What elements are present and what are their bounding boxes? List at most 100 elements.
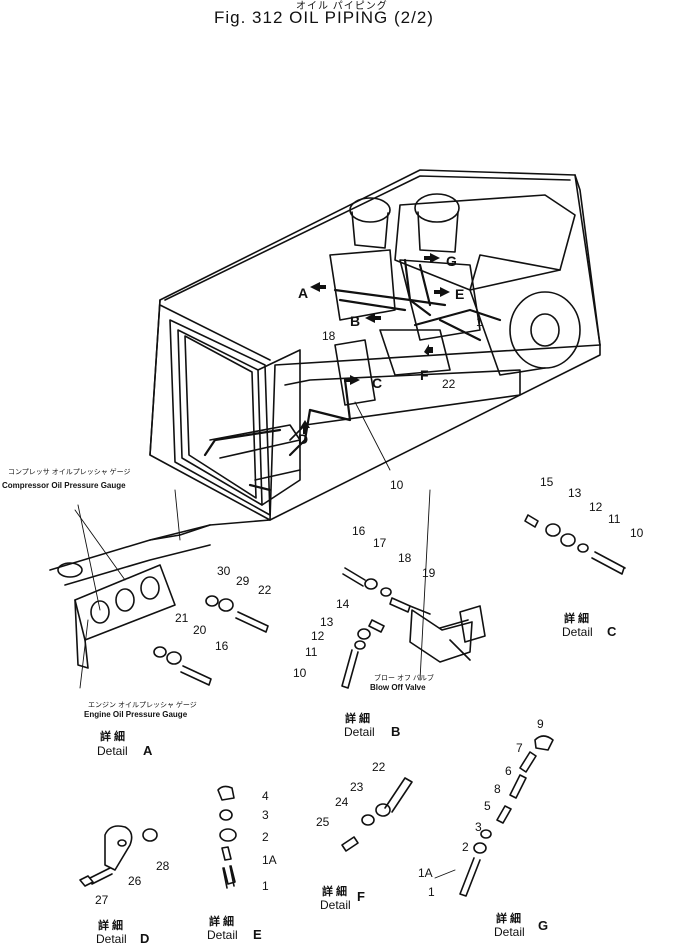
detail-F-part-25: 25 bbox=[316, 815, 330, 829]
detail-A-jp: 詳 細 bbox=[100, 729, 125, 743]
engine-gauge-jp: エンジン オイルプレッシャ ゲージ bbox=[88, 700, 197, 709]
detail-E-word: Detail bbox=[207, 928, 238, 942]
detail-F-letter: F bbox=[357, 889, 365, 904]
detail-B-part-17: 17 bbox=[373, 536, 387, 550]
compressor-gauge-en: Compressor Oil Pressure Gauge bbox=[2, 481, 126, 490]
detail-G-part-5: 5 bbox=[484, 799, 491, 813]
main-oil-pipes bbox=[203, 258, 502, 492]
detail-A-part-16: 16 bbox=[215, 639, 229, 653]
engine-compressor bbox=[209, 193, 581, 481]
detail-D-part-26: 26 bbox=[128, 874, 142, 888]
detail-F-parts bbox=[341, 777, 413, 852]
detail-C-part-10: 10 bbox=[630, 526, 644, 540]
detail-A-word: Detail bbox=[97, 744, 128, 758]
detail-A-part-22: 22 bbox=[258, 583, 272, 597]
detail-G-part-2: 2 bbox=[462, 840, 469, 854]
main-part-1: 1 bbox=[476, 315, 483, 329]
arrow-G bbox=[424, 253, 440, 263]
detail-leaders bbox=[434, 869, 456, 879]
detail-G-part-1: 1 bbox=[428, 885, 435, 899]
detail-B-jp: 詳 細 bbox=[345, 711, 370, 725]
detail-F-part-22: 22 bbox=[372, 760, 386, 774]
drawbar bbox=[49, 519, 271, 669]
detail-B-part-14: 14 bbox=[336, 597, 350, 611]
arrow-label-G: G bbox=[446, 253, 457, 269]
detail-A-part-21: 21 bbox=[175, 611, 189, 625]
detail-G-part-7: 7 bbox=[516, 741, 523, 755]
arrow-label-D: D bbox=[298, 431, 308, 447]
blow-off-en: Blow Off Valve bbox=[370, 683, 426, 692]
detail-C-part-11: 11 bbox=[608, 512, 621, 526]
detail-B-word: Detail bbox=[344, 725, 375, 739]
arrow-label-C: C bbox=[372, 375, 382, 391]
detail-G-letter: G bbox=[538, 918, 548, 933]
detail-A-part-30: 30 bbox=[217, 564, 231, 578]
arrow-F bbox=[424, 344, 433, 356]
detail-E-part-3: 3 bbox=[262, 808, 269, 822]
detail-C-part-12: 12 bbox=[589, 500, 603, 514]
detail-A-part-29: 29 bbox=[236, 574, 250, 588]
detail-B-part-12: 12 bbox=[311, 629, 325, 643]
detail-E-part-2: 2 bbox=[262, 830, 269, 844]
view-arrows bbox=[300, 253, 450, 434]
detail-C-letter: C bbox=[607, 624, 617, 639]
detail-B-part-10: 10 bbox=[293, 666, 307, 680]
detail-B-part-18: 18 bbox=[398, 551, 412, 565]
detail-B-part-11: 11 bbox=[305, 645, 318, 659]
detail-E-parts bbox=[217, 785, 237, 889]
compressor-gauge-jp: コンプレッサ オイルプレッシャ ゲージ bbox=[8, 467, 131, 476]
detail-G-part-8: 8 bbox=[494, 782, 501, 796]
arrow-label-E: E bbox=[455, 286, 464, 302]
detail-G-word: Detail bbox=[494, 925, 525, 939]
arrow-label-A: A bbox=[298, 285, 308, 301]
detail-C-jp: 詳 細 bbox=[564, 611, 589, 625]
detail-G-part-3: 3 bbox=[475, 820, 482, 834]
detail-C-part-15: 15 bbox=[540, 475, 554, 489]
engine-gauge-en: Engine Oil Pressure Gauge bbox=[84, 710, 188, 719]
detail-F-part-24: 24 bbox=[335, 795, 349, 809]
detail-D-word: Detail bbox=[96, 932, 127, 945]
detail-B-part-13: 13 bbox=[320, 615, 334, 629]
detail-G-jp: 詳 細 bbox=[496, 911, 521, 925]
figure-title: Fig. 312 OIL PIPING (2/2) bbox=[214, 8, 434, 27]
detail-D-letter: D bbox=[140, 931, 149, 945]
detail-F-jp: 詳 細 bbox=[322, 884, 347, 898]
arrow-label-B: B bbox=[350, 313, 360, 329]
detail-C-part-13: 13 bbox=[568, 486, 582, 500]
detail-G-part-6: 6 bbox=[505, 764, 512, 778]
arrow-E bbox=[434, 287, 450, 297]
main-part-18: 18 bbox=[322, 329, 336, 343]
detail-G-part-1A: 1A bbox=[418, 866, 433, 880]
detail-B-parts bbox=[341, 567, 486, 689]
detail-D-parts bbox=[79, 825, 158, 887]
detail-B-part-19: 19 bbox=[422, 566, 436, 580]
arrow-label-F: F bbox=[420, 367, 429, 383]
detail-A-part-20: 20 bbox=[193, 623, 207, 637]
detail-E-letter: E bbox=[253, 927, 262, 942]
japanese-title: オイル パイピング bbox=[296, 1, 388, 12]
detail-E-part-1: 1 bbox=[262, 879, 269, 893]
detail-G-part-9: 9 bbox=[537, 717, 544, 731]
detail-A-letter: A bbox=[143, 743, 153, 758]
arrow-C bbox=[344, 375, 360, 385]
detail-E-part-4: 4 bbox=[262, 789, 269, 803]
detail-B-part-16: 16 bbox=[352, 524, 366, 538]
detail-E-part-1A: 1A bbox=[262, 853, 277, 867]
machine-body bbox=[149, 169, 601, 521]
detail-D-part-27: 27 bbox=[95, 893, 109, 907]
detail-C-word: Detail bbox=[562, 625, 593, 639]
arrow-B bbox=[365, 313, 381, 323]
detail-C-parts bbox=[524, 514, 626, 575]
arrow-D bbox=[300, 420, 310, 434]
main-part-22: 22 bbox=[442, 377, 456, 391]
arrow-A bbox=[310, 282, 326, 292]
detail-F-word: Detail bbox=[320, 898, 351, 912]
detail-G-parts bbox=[459, 735, 554, 897]
detail-E-jp: 詳 細 bbox=[209, 914, 234, 928]
detail-A-parts bbox=[153, 595, 269, 686]
detail-D-jp: 詳 細 bbox=[98, 918, 123, 932]
main-part-10: 10 bbox=[390, 478, 404, 492]
leader-lines bbox=[74, 401, 431, 689]
